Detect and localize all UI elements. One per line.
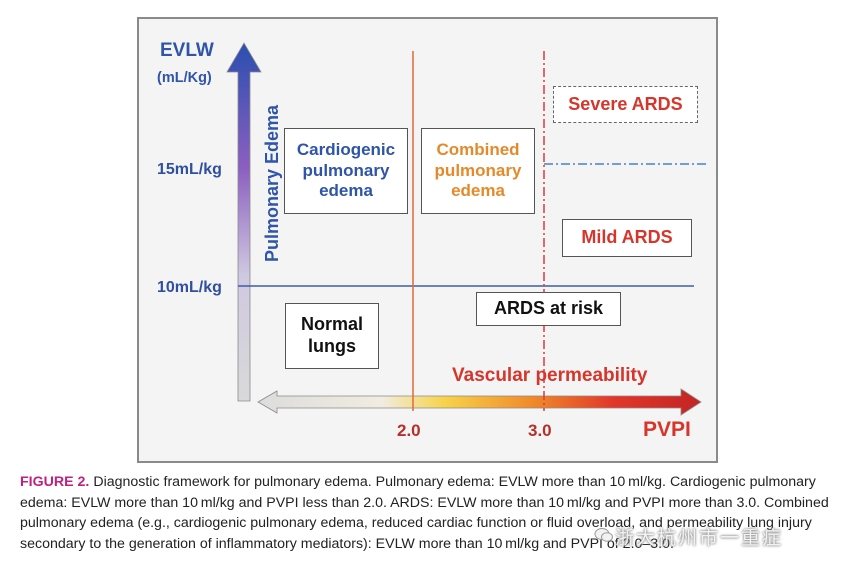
y-tick-10: 10mL/kg xyxy=(157,279,222,296)
caption-label: FIGURE 2. xyxy=(20,474,90,490)
normal-lungs-box: Normal lungs xyxy=(285,303,379,369)
x-axis-arrow xyxy=(257,388,702,416)
y-axis-arrow xyxy=(226,42,262,402)
y-tick-15: 15mL/kg xyxy=(157,161,222,178)
x-axis-title: PVPI xyxy=(643,418,691,441)
mild-ards-box: Mild ARDS xyxy=(562,219,692,257)
caption-text: Diagnostic framework for pulmonary edema… xyxy=(20,474,829,552)
diagram-lines xyxy=(226,42,709,416)
x-tick-3: 3.0 xyxy=(528,421,552,440)
x-arrow-label: Vascular permeability xyxy=(452,365,648,386)
combined-edema-box: Combined pulmonary edema xyxy=(421,128,535,214)
watermark-text: 浙大杭州市一重症 xyxy=(615,528,784,549)
x-tick-2: 2.0 xyxy=(397,421,421,440)
y-axis-title: EVLW xyxy=(160,40,214,61)
cardiogenic-edema-box: Cardiogenic pulmonary edema xyxy=(284,128,408,214)
y-arrow-label: Pulmonary Edema xyxy=(262,104,282,262)
y-axis-unit: (mL/Kg) xyxy=(157,70,212,86)
severe-ards-box: Severe ARDS xyxy=(553,86,698,123)
wechat-icon xyxy=(594,528,613,542)
ards-at-risk-box: ARDS at risk xyxy=(476,292,621,326)
figure-caption: FIGURE 2. Diagnostic framework for pulmo… xyxy=(20,472,842,554)
